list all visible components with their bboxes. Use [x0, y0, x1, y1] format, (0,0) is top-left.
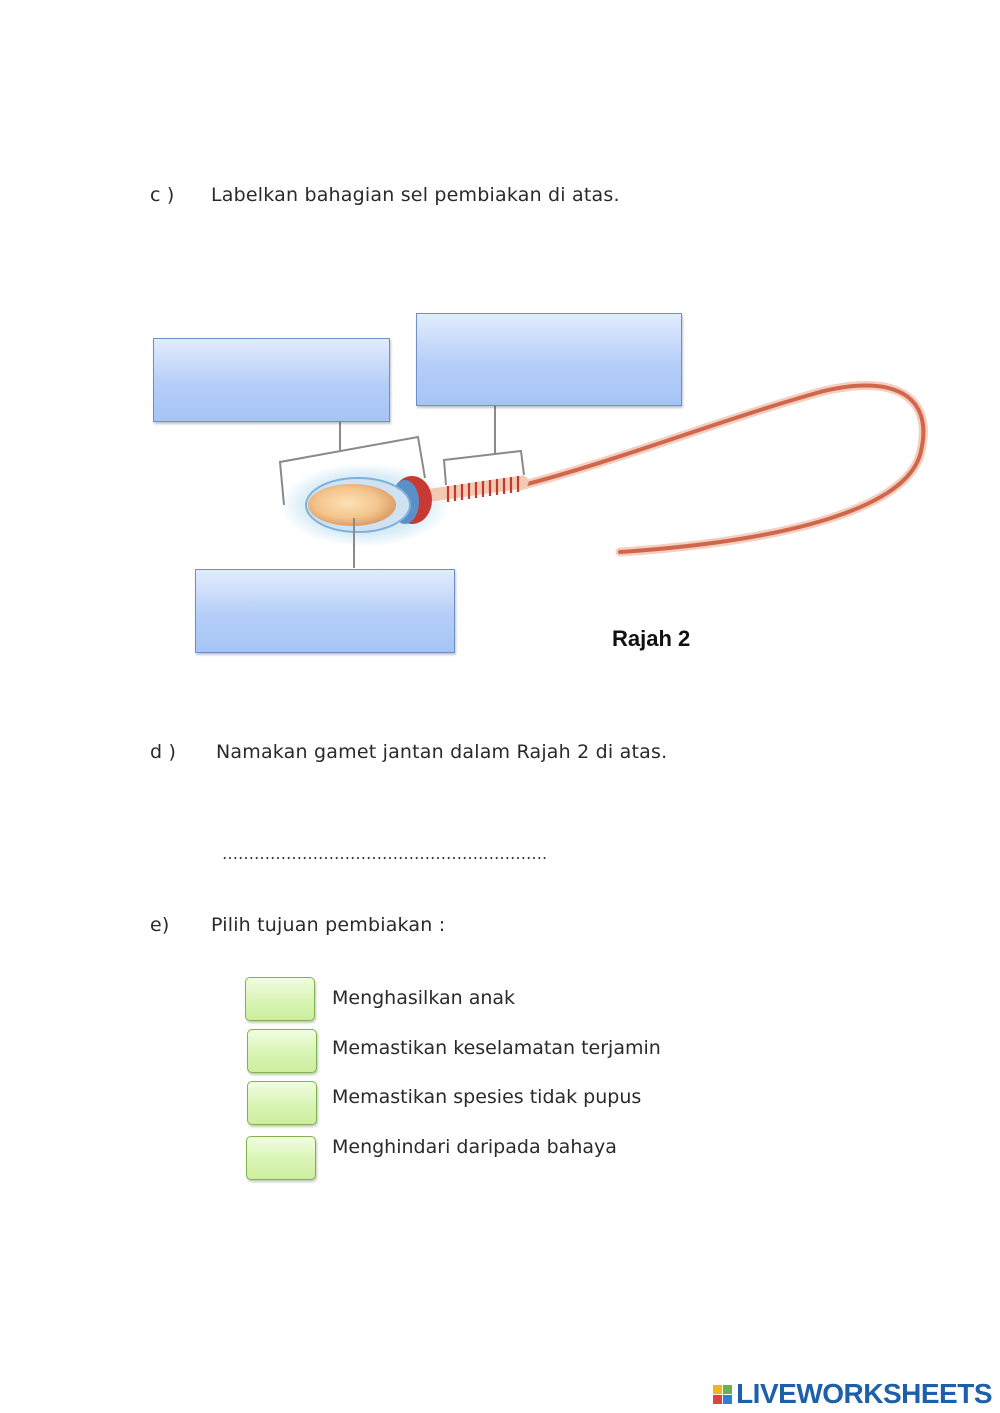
label-box-midpiece[interactable]: [416, 313, 682, 406]
label-pointers: [278, 404, 525, 568]
option-checkbox-2[interactable]: [247, 1029, 317, 1073]
midpiece-sheath: [418, 475, 529, 503]
question-d-marker: d ): [150, 741, 177, 763]
sperm-cell-diagram: [278, 381, 928, 568]
logo-text: LIVEWORKSHEETS: [736, 1378, 992, 1409]
label-box-head[interactable]: [153, 338, 390, 422]
question-e-text: Pilih tujuan pembiakan :: [211, 914, 446, 936]
option-checkbox-4[interactable]: [246, 1136, 316, 1180]
question-c-marker: c ): [150, 184, 175, 206]
midpiece-coils: [446, 476, 520, 502]
question-d-text: Namakan gamet jantan dalam Rajah 2 di at…: [216, 741, 668, 763]
option-checkbox-3[interactable]: [247, 1081, 317, 1125]
question-c-text: Labelkan bahagian sel pembiakan di atas.: [211, 184, 620, 206]
option-checkbox-1[interactable]: [245, 977, 315, 1021]
option-label-1: Menghasilkan anak: [332, 987, 516, 1009]
figure-caption: Rajah 2: [612, 626, 691, 651]
nucleus: [308, 484, 396, 526]
tail: [518, 383, 926, 554]
option-label-2: Memastikan keselamatan terjamin: [332, 1037, 661, 1059]
option-label-3: Memastikan spesies tidak pupus: [332, 1086, 642, 1108]
answer-line-d[interactable]: …………………………………………………….: [222, 844, 548, 863]
question-e-marker: e): [150, 914, 170, 936]
label-box-nucleus[interactable]: [195, 569, 455, 653]
option-label-4: Menghindari daripada bahaya: [332, 1136, 617, 1158]
logo-icon: [713, 1384, 733, 1404]
liveworksheets-logo: LIVEWORKSHEETS: [713, 1378, 992, 1410]
